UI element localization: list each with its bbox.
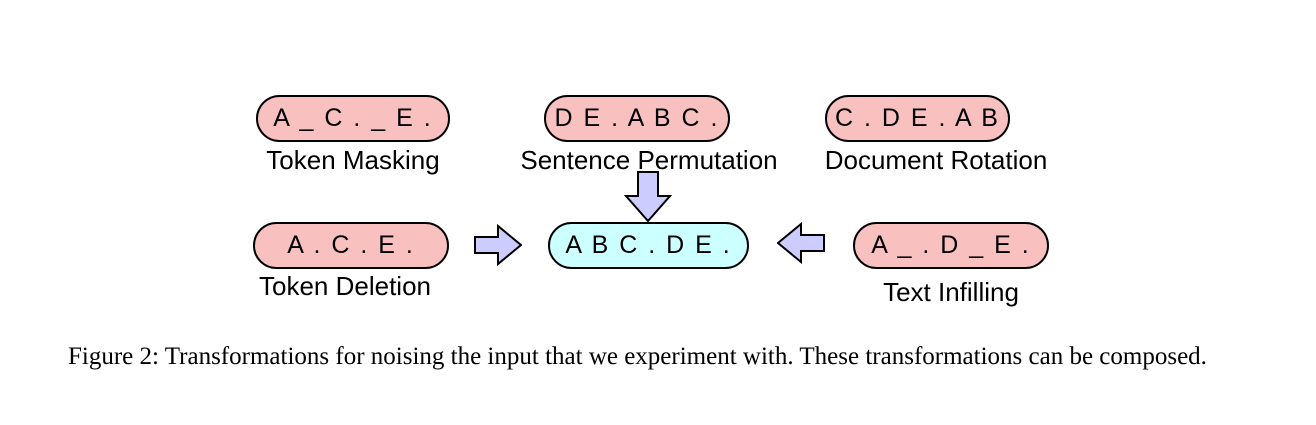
original-sequence-pill: A B C . D E .	[548, 222, 749, 269]
token-masking-label: Token Masking	[266, 145, 440, 175]
text-infilling-pill: A _ . D _ E .	[853, 222, 1049, 269]
token-deletion-pill: A . C . E .	[253, 222, 449, 269]
document-rotation-pill: C . D E . A B	[825, 95, 1010, 142]
token-deletion-label: Token Deletion	[259, 271, 431, 301]
figure-caption: Figure 2: Transformations for noising th…	[68, 343, 1207, 370]
sentence-permutation-pill: D E . A B C .	[544, 95, 730, 142]
token-masking-pill: A _ C . _ E .	[256, 95, 450, 142]
block-arrow-right-icon	[474, 224, 522, 266]
text-infilling-label: Text Infilling	[883, 277, 1019, 307]
sentence-permutation-label: Sentence Permutation	[520, 145, 778, 175]
block-arrow-left-icon	[777, 222, 825, 264]
block-arrow-down-icon	[624, 171, 672, 222]
document-rotation-label: Document Rotation	[824, 145, 1048, 175]
